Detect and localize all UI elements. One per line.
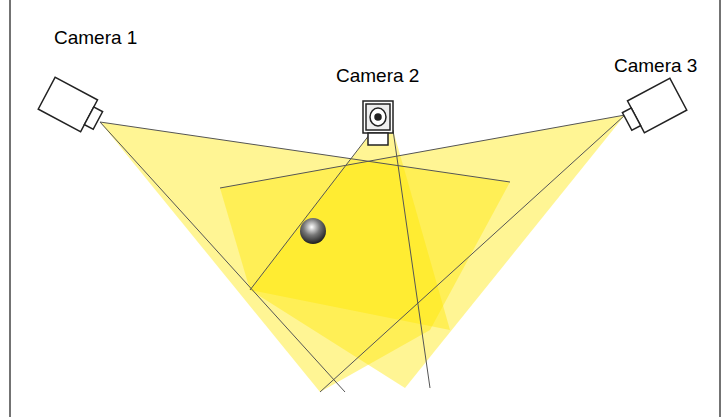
frame-line	[9, 0, 11, 417]
camera-label: Camera 2	[336, 66, 419, 87]
view-edge	[393, 130, 430, 388]
camera-label: Camera 1	[54, 28, 137, 49]
camera-label: Camera 3	[614, 56, 697, 77]
camera-2-view	[250, 130, 450, 330]
frame-line	[719, 0, 721, 417]
view-edge	[220, 115, 625, 188]
view-edge	[100, 122, 345, 392]
camera-3-view	[220, 115, 625, 388]
view-edge	[320, 115, 625, 392]
ball	[300, 218, 326, 244]
view-edge	[250, 130, 373, 290]
camera-1-symbol	[38, 77, 106, 136]
camera-2-symbol	[363, 101, 393, 145]
camera-3-symbol	[619, 78, 687, 137]
